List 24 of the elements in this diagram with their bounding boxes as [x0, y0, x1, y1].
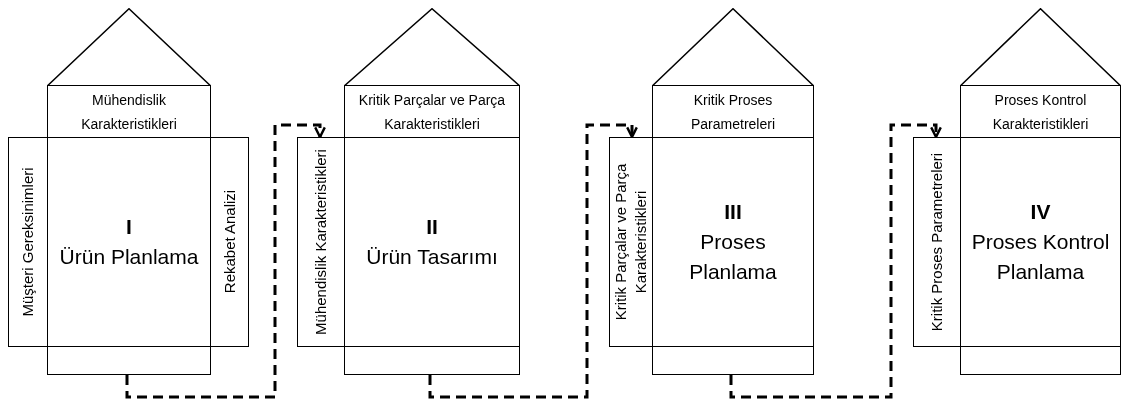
- column-header-box: Kritik Parçalar ve Parça Karakteristikleri: [344, 85, 520, 138]
- phase-title: Ürün Tasarımı: [365, 244, 499, 270]
- column-header-box: Mühendislik Karakteristikleri: [47, 85, 211, 138]
- row-header-box: Müşteri Gereksinimleri: [8, 137, 48, 347]
- phase-number: II: [426, 214, 438, 240]
- bottom-box: [960, 346, 1121, 375]
- phase-title: Proses Kontrol Planlama: [970, 229, 1111, 285]
- arrow: [729, 123, 942, 399]
- arrow: [125, 123, 326, 399]
- bottom-box: [47, 346, 211, 375]
- phase-number: IV: [1030, 199, 1051, 225]
- column-header-box: Kritik Proses Parametreleri: [652, 85, 814, 138]
- row-header-box: Kritik Proses Parametreleri: [913, 137, 961, 347]
- arrow: [428, 123, 638, 399]
- phase-number: III: [724, 199, 742, 225]
- column-header-box: Proses Kontrol Karakteristikleri: [960, 85, 1121, 138]
- phase-title: Proses Planlama: [688, 229, 778, 285]
- bottom-box: [652, 346, 814, 375]
- bottom-box: [344, 346, 520, 375]
- phase-title: Ürün Planlama: [58, 244, 200, 270]
- row-header-box: Rekabet Analizi: [210, 137, 249, 347]
- row-header-box: Kritik Parçalar ve Parça Karakteristikleri: [609, 137, 653, 347]
- phase-number: I: [126, 214, 132, 240]
- row-header-box: Mühendislik Karakteristikleri: [297, 137, 345, 347]
